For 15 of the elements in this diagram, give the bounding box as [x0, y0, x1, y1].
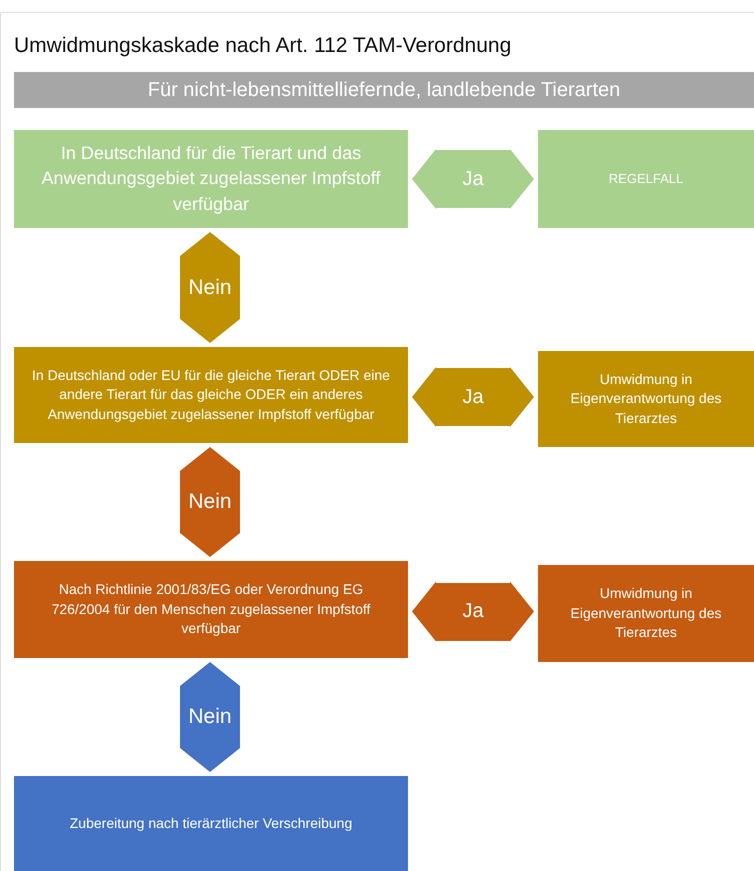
header-band: Für nicht-lebensmittelliefernde, landlebende Tierarten — [14, 72, 754, 108]
edge-label: Ja — [436, 150, 510, 208]
edge-label: Ja — [436, 368, 510, 426]
process-box: In Deutschland für die Tierart und das Anwendungsgebiet zugelassener Impfstoff verfügbar — [14, 130, 408, 228]
edge-label: Ja — [436, 582, 510, 640]
result-box: REGELFALL — [538, 130, 754, 228]
edge-label: Nein — [180, 686, 240, 748]
process-box: Nach Richtlinie 2001/83/EG oder Verordnung EG 726/2004 für den Menschen zugelassener Impfstoff verfügbar — [14, 561, 408, 658]
result-box: Umwidmung in Eigenverantwortung des Tierarztes — [538, 351, 754, 447]
edge-label: Nein — [180, 471, 240, 533]
process-box: In Deutschland oder EU für die gleiche Tierart ODER eine andere Tierart für das gleiche ODER ein anderes Anwendungsgebiet zugelassener Impfstoff verfügbar — [14, 347, 408, 443]
result-box: Umwidmung in Eigenverantwortung des Tierarztes — [538, 565, 754, 662]
diagram-title: Umwidmungskaskade nach Art. 112 TAM-Verordnung — [14, 34, 512, 58]
process-box: Zubereitung nach tierärztlicher Verschreibung — [14, 776, 408, 871]
edge-label: Nein — [180, 256, 240, 319]
